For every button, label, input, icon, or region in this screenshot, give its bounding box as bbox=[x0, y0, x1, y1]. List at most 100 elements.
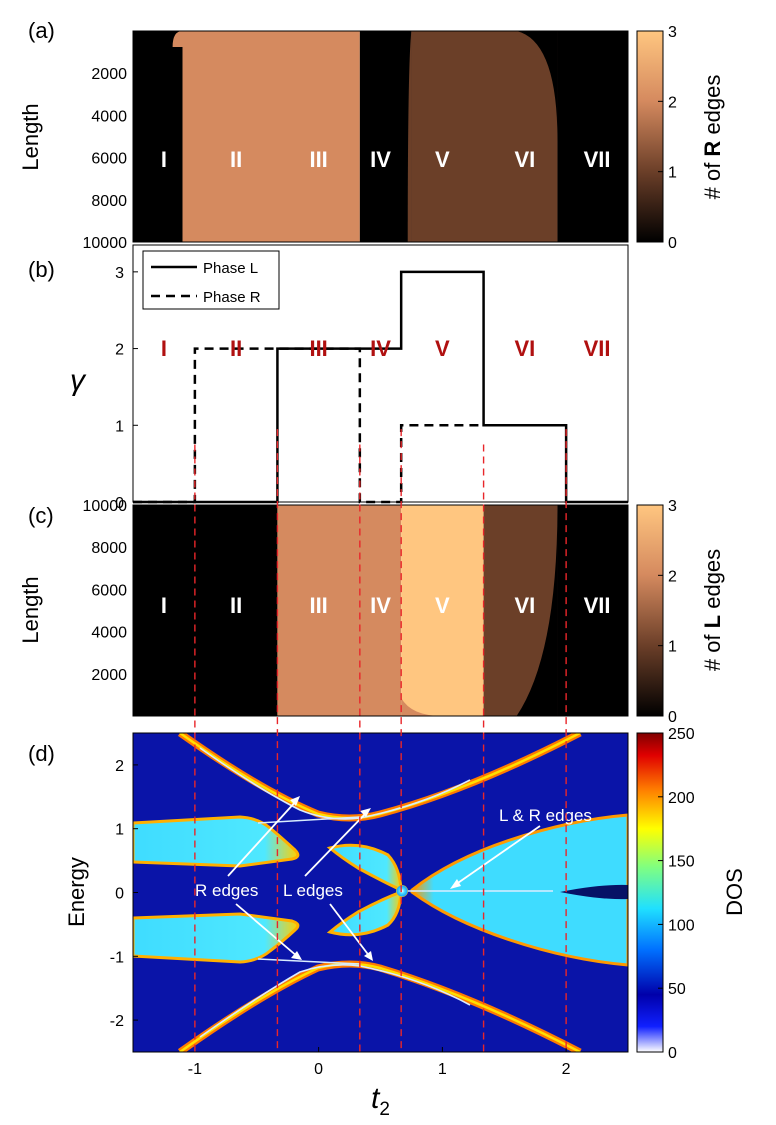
region-label-I: I bbox=[161, 336, 167, 361]
region-label-V: V bbox=[435, 593, 450, 618]
cb-tick-label-3: 150 bbox=[668, 854, 695, 871]
edge-flat-upper bbox=[257, 816, 361, 824]
legend-b: Phase L Phase R bbox=[142, 250, 280, 310]
heat-region-1 bbox=[277, 505, 402, 716]
colorbar-d bbox=[636, 732, 664, 1053]
dos-map-d bbox=[133, 733, 628, 1052]
heat-corner-2 bbox=[516, 31, 558, 141]
ylabel-b: γ bbox=[70, 364, 87, 397]
region-label-VII: VII bbox=[584, 147, 611, 172]
panel-label-a: (a) bbox=[28, 18, 55, 43]
region-label-IV: IV bbox=[370, 147, 391, 172]
cb-tick-label-1: 1 bbox=[668, 639, 677, 656]
region-label-VI: VI bbox=[514, 336, 535, 361]
annotation-arrows-d bbox=[227, 796, 541, 961]
y-tick-label-3: 8000 bbox=[91, 540, 127, 557]
arrow-r-edges-up bbox=[227, 799, 298, 877]
cb-tick-label-4: 200 bbox=[668, 790, 695, 807]
region-label-VII: VII bbox=[584, 593, 611, 618]
cb-tick-label-0: 0 bbox=[668, 235, 677, 252]
region-label-VI: VI bbox=[514, 147, 535, 172]
ylabel-a: Length bbox=[18, 103, 43, 170]
region-label-V: V bbox=[435, 336, 450, 361]
panel-label-b: (b) bbox=[28, 257, 55, 282]
colorbar-label-a: # of R edges bbox=[700, 75, 725, 200]
region-label-III: III bbox=[309, 593, 327, 618]
y-tick-label-3: 1 bbox=[115, 822, 124, 839]
heat-region-0 bbox=[133, 505, 278, 716]
dos-band-upper-left bbox=[133, 815, 300, 868]
y-tick-label-4: 10000 bbox=[83, 498, 128, 515]
y-tick-label-0: -2 bbox=[110, 1013, 124, 1030]
cb-tick-label-5: 250 bbox=[668, 726, 695, 743]
y-tick-label-3: 3 bbox=[115, 265, 124, 282]
y-tick-label-1: 4000 bbox=[91, 108, 127, 125]
edge-flat-lower bbox=[257, 958, 361, 965]
axes-frame-c bbox=[132, 504, 629, 717]
x-axis-label: t2 bbox=[371, 1082, 390, 1120]
region-label-V: V bbox=[435, 147, 450, 172]
cb-tick-label-3: 3 bbox=[668, 498, 677, 515]
dos-crossing-point bbox=[396, 885, 408, 897]
cb-tick-label-2: 100 bbox=[668, 917, 695, 934]
region-label-II: II bbox=[230, 593, 242, 618]
arrow-l-edges-down bbox=[329, 903, 371, 958]
annotation-lr-edges: L & R edges bbox=[499, 806, 592, 825]
axes-frame-a bbox=[132, 30, 629, 243]
y-tick-label-2: 6000 bbox=[91, 151, 127, 168]
edge-curve-lower bbox=[199, 964, 471, 1038]
x-tick-label-0: -1 bbox=[188, 1061, 202, 1078]
region-label-IV: IV bbox=[370, 336, 391, 361]
dos-band-lower-left bbox=[133, 912, 300, 964]
step-lines-b bbox=[133, 270, 628, 504]
colorbar-label-d: DOS bbox=[722, 868, 747, 916]
y-tick-label-0: 0 bbox=[115, 495, 124, 512]
panel-label-c: (c) bbox=[28, 503, 54, 528]
cb-tick-label-0: 0 bbox=[668, 1045, 677, 1062]
heat-region-4 bbox=[557, 31, 628, 242]
heat-region-2 bbox=[359, 31, 412, 242]
region-label-I: I bbox=[161, 147, 167, 172]
cb-tick-label-2: 2 bbox=[668, 94, 677, 111]
heat-region-2 bbox=[401, 505, 484, 716]
region-label-III: III bbox=[309, 336, 327, 361]
y-tick-label-0: 2000 bbox=[91, 66, 127, 83]
arrowhead-r-edges-down bbox=[291, 951, 302, 960]
heat-region-3 bbox=[411, 31, 558, 242]
cb-tick-label-2: 2 bbox=[668, 568, 677, 585]
y-tick-label-4: 10000 bbox=[83, 235, 128, 252]
x-tick-label-2: 1 bbox=[438, 1061, 447, 1078]
arrowhead-l-edges-up bbox=[360, 808, 371, 817]
series-line-phase-l bbox=[133, 270, 628, 504]
region-label-I: I bbox=[161, 593, 167, 618]
y-tick-label-4: 2 bbox=[115, 758, 124, 775]
arrowhead-lr-edges bbox=[450, 879, 461, 889]
x-tick-label-1: 0 bbox=[314, 1061, 323, 1078]
annotation-l-edges: L edges bbox=[283, 881, 343, 900]
legend-label-phase-r: Phase R bbox=[203, 289, 261, 306]
heat-region-0 bbox=[133, 31, 183, 242]
series-line-phase-r bbox=[133, 347, 484, 504]
ylabel-c: Length bbox=[18, 576, 43, 643]
heat-corner-1 bbox=[407, 31, 412, 242]
legend-label-phase-l: Phase L bbox=[203, 260, 258, 277]
region-label-IV: IV bbox=[370, 593, 391, 618]
region-label-VII: VII bbox=[584, 336, 611, 361]
cb-tick-label-3: 3 bbox=[668, 24, 677, 41]
heat-region-4 bbox=[557, 505, 628, 716]
region-label-III: III bbox=[309, 147, 327, 172]
cb-tick-label-0: 0 bbox=[668, 709, 677, 726]
dos-lobe-right bbox=[410, 813, 628, 967]
arrow-lr-edges bbox=[454, 825, 541, 886]
colorbar-a bbox=[636, 30, 664, 243]
region-label-II: II bbox=[230, 336, 242, 361]
arrow-r-edges-down bbox=[235, 903, 299, 958]
